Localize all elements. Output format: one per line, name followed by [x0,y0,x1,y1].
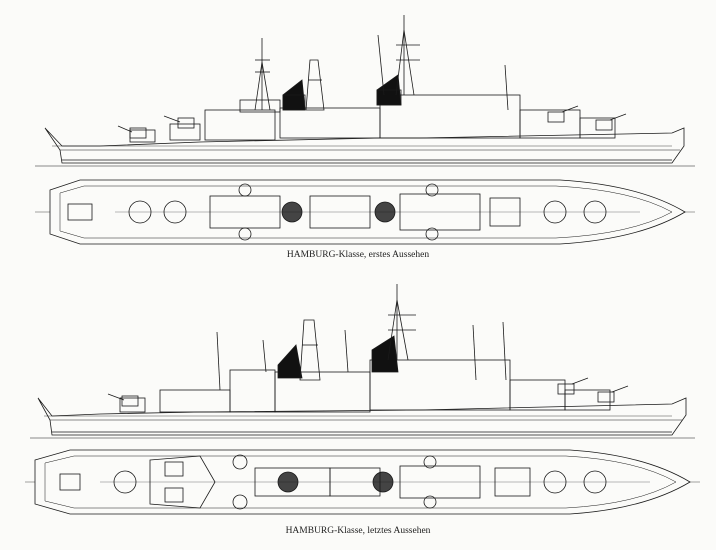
figure-caption: HAMBURG-Klasse, erstes Aussehen [286,250,430,260]
ship-1-top-view [35,179,695,245]
ship-1-side-profile [35,15,695,167]
ship-2-side-profile [30,284,695,439]
figure-caption: HAMBURG-Klasse, letztes Aussehen [285,526,431,536]
ship-2-top-view [25,449,700,515]
